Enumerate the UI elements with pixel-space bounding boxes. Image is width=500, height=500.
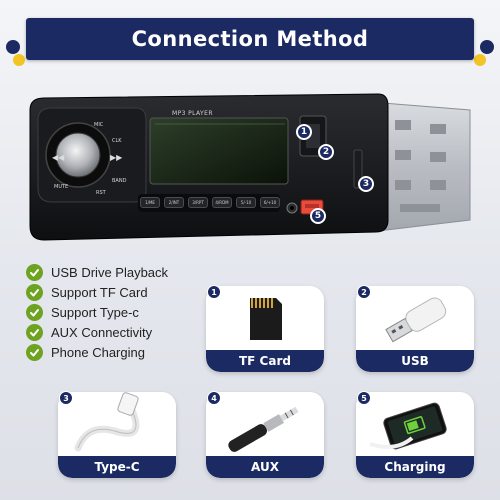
card-label: TF Card — [239, 354, 291, 368]
aux-cable-icon — [206, 392, 324, 456]
card-label-bar: AUX — [206, 456, 324, 478]
feature-text: USB Drive Playback — [51, 264, 169, 280]
preset-button: 1/ME — [140, 197, 160, 208]
feature-text: Support TF Card — [51, 284, 148, 300]
car-stereo-illustration: ◀◀ ▶▶ MP3 PLAYER MIC CLK BAND MUTE RST 1… — [0, 80, 500, 255]
rst-label: RST — [96, 190, 106, 196]
card-number-badge: 3 — [59, 391, 73, 405]
feature-item: Phone Charging — [26, 342, 206, 362]
feature-text: Support Type-c — [51, 304, 139, 320]
card-label-bar: USB — [356, 350, 474, 372]
header-banner: Connection Method — [26, 18, 474, 60]
hotspot-3: 3 — [358, 176, 374, 192]
decor-dot-blue-right — [480, 40, 494, 54]
preset-button-row: 1/ME 2/INT 3/RPT 4/RDM 5/-10 6/+10 — [140, 197, 280, 209]
clk-label: CLK — [112, 138, 122, 144]
checkmark-icon — [26, 343, 43, 361]
decor-dot-yellow-left — [13, 54, 25, 66]
checkmark-icon — [26, 323, 43, 341]
checkmark-icon — [26, 303, 43, 321]
checkmark-icon — [26, 283, 43, 301]
svg-text:◀◀: ◀◀ — [52, 153, 65, 162]
hotspot-1: 1 — [296, 124, 312, 140]
connection-card: Type-C — [58, 392, 176, 478]
card-number-badge: 4 — [207, 391, 221, 405]
feature-item: Support TF Card — [26, 282, 206, 302]
preset-button: 2/INT — [164, 197, 184, 208]
type-c-cable-icon — [58, 392, 176, 456]
decor-dot-blue-left — [6, 40, 20, 54]
hotspot-2: 2 — [318, 144, 334, 160]
card-label-bar: Type-C — [58, 456, 176, 478]
preset-button: 5/-10 — [236, 197, 256, 208]
band-label: BAND — [112, 178, 127, 184]
card-label: Type-C — [94, 460, 140, 474]
card-label: Charging — [384, 460, 446, 474]
feature-item: USB Drive Playback — [26, 262, 206, 282]
feature-item: Support Type-c — [26, 302, 206, 322]
connection-card: Charging — [356, 392, 474, 478]
feature-text: Phone Charging — [51, 344, 145, 360]
connection-card: TF Card — [206, 286, 324, 372]
card-number-badge: 5 — [357, 391, 371, 405]
car-stereo-svg: ◀◀ ▶▶ — [29, 93, 471, 241]
card-number-badge: 1 — [207, 285, 221, 299]
preset-button: 6/+10 — [260, 197, 280, 208]
header-title: Connection Method — [131, 27, 369, 51]
preset-button: 4/RDM — [212, 197, 232, 208]
connection-card: AUX — [206, 392, 324, 478]
usb-drive-icon — [356, 286, 474, 350]
mute-label: MUTE — [54, 184, 69, 190]
card-label-bar: Charging — [356, 456, 474, 478]
phone-charging-icon — [356, 392, 474, 456]
card-number-badge: 2 — [357, 285, 371, 299]
tf-card-icon — [206, 286, 324, 350]
svg-text:▶▶: ▶▶ — [110, 153, 123, 162]
preset-button: 3/RPT — [188, 197, 208, 208]
checkmark-icon — [26, 263, 43, 281]
mic-label: MIC — [94, 122, 104, 128]
hotspot-5: 5 — [310, 208, 326, 224]
lcd-label: MP3 PLAYER — [172, 110, 213, 117]
decor-dot-yellow-right — [474, 54, 486, 66]
card-label: AUX — [251, 460, 279, 474]
feature-item: AUX Connectivity — [26, 322, 206, 342]
connection-card: USB — [356, 286, 474, 372]
card-label: USB — [401, 354, 429, 368]
feature-text: AUX Connectivity — [51, 324, 153, 340]
card-label-bar: TF Card — [206, 350, 324, 372]
